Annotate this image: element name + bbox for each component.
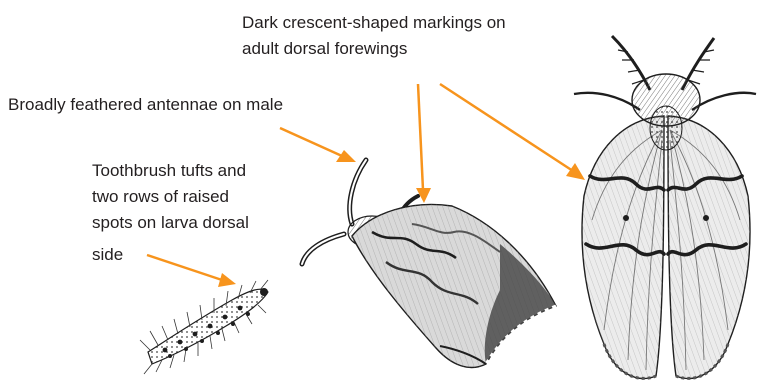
label-line: spots on larva dorsal [92,210,249,236]
female-moth-illustration [574,36,756,378]
label-line: side [92,242,249,268]
label-larva-tufts: Toothbrush tufts and two rows of raised … [92,158,249,268]
larva-illustration [140,280,268,374]
arrow-antennae [280,128,356,162]
label-line: two rows of raised [92,184,249,210]
label-crescent-markings: Dark crescent-shaped markings on adult d… [242,10,506,62]
label-feathered-antennae: Broadly feathered antennae on male [8,92,283,118]
label-line: Dark crescent-shaped markings on [242,10,506,36]
label-line: Broadly feathered antennae on male [8,92,283,118]
label-line: adult dorsal forewings [242,36,506,62]
label-line: Toothbrush tufts and [92,158,249,184]
arrow-female-forewing [440,84,585,180]
arrow-male-forewing [416,84,431,203]
